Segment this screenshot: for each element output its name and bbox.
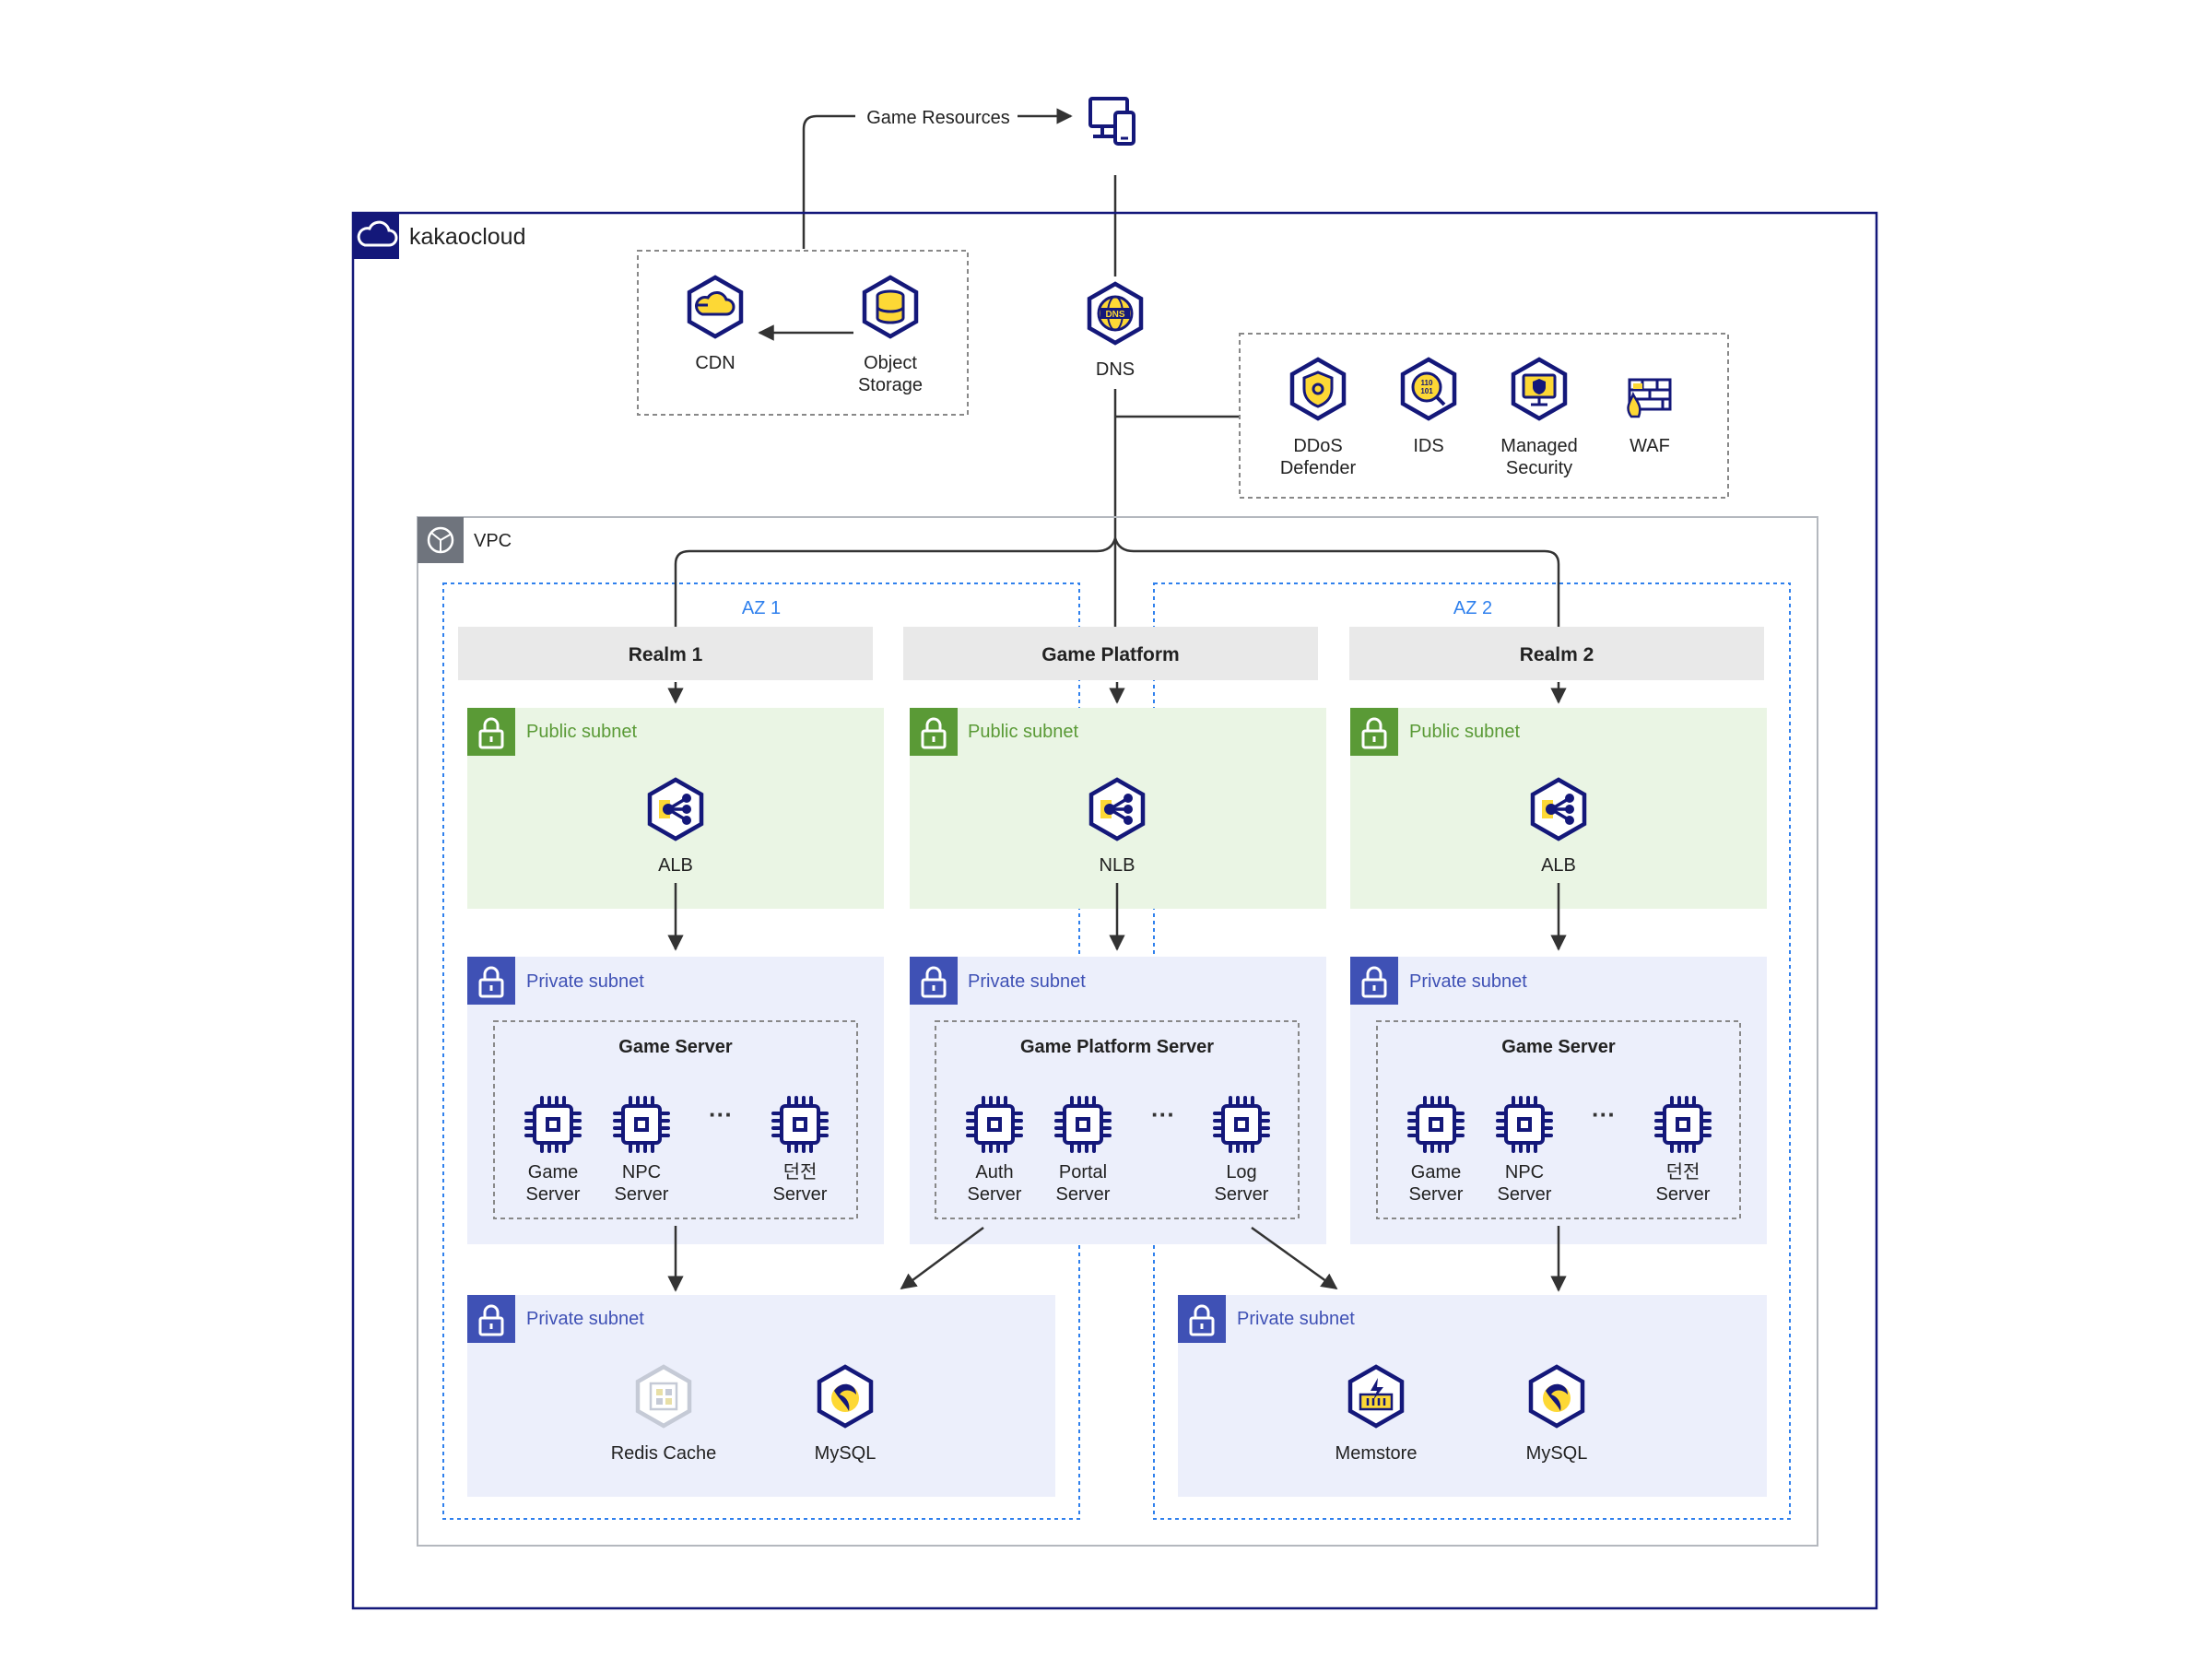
private-subnet-servers-1-label: Private subnet	[526, 971, 644, 992]
left-server-3-line1: 던전	[783, 1161, 818, 1182]
ddos-label-1: DDoS	[1293, 436, 1342, 456]
kakaocloud-logo	[353, 213, 399, 259]
redis-cache-icon	[635, 1364, 692, 1429]
private-subnet-data-2	[1178, 1295, 1767, 1497]
right-ellipsis: ···	[1592, 1100, 1616, 1128]
left-server-3-line2: Server	[773, 1184, 828, 1205]
managed-security-label-1: Managed	[1500, 436, 1577, 456]
mysql-right-label: MySQL	[1526, 1443, 1588, 1464]
az1-label: AZ 1	[742, 598, 781, 618]
dns-icon: DNS	[1089, 284, 1141, 343]
private-subnet-data-1	[467, 1295, 1055, 1497]
alb-right-label: ALB	[1541, 855, 1576, 876]
middle-server-2-line1: Portal	[1059, 1162, 1107, 1182]
resources-connector-line	[802, 114, 855, 249]
mysql-right-icon	[1531, 1367, 1583, 1426]
memstore-label: Memstore	[1335, 1443, 1418, 1464]
vpc-frame	[417, 516, 1818, 1547]
private-subnet-data-2-label: Private subnet	[1237, 1309, 1355, 1329]
az1-zone	[442, 582, 1080, 1520]
realm1-header	[458, 627, 873, 680]
left-server-2-line1: NPC	[622, 1162, 661, 1182]
vpc-label: VPC	[474, 531, 512, 551]
cdn-icon	[689, 277, 741, 336]
private-subnet-servers-2	[910, 957, 1326, 1244]
left-server-2-line2: Server	[615, 1184, 669, 1205]
az2-zone	[1153, 582, 1791, 1520]
middle-server-2-line2: Server	[1056, 1184, 1111, 1205]
nlb-icon	[1091, 780, 1143, 839]
public-subnet-1-label: Public subnet	[526, 722, 638, 742]
middle-ellipsis: ···	[1151, 1100, 1175, 1128]
managed-security-icon	[1513, 359, 1565, 418]
private-subnet-data-1-label: Private subnet	[526, 1309, 644, 1329]
middle-server-1-line2: Server	[968, 1184, 1022, 1205]
ddos-defender-icon	[1292, 359, 1344, 418]
right-server-1-line1: Game	[1411, 1162, 1461, 1182]
branch-realm1-line	[674, 537, 1117, 627]
left-server-1-line2: Server	[526, 1184, 581, 1205]
platform-title: Game Platform	[1041, 644, 1179, 665]
kakaocloud-frame	[351, 211, 1878, 1610]
private-subnet-servers-3-label: Private subnet	[1409, 971, 1527, 992]
public-subnet-3-label: Public subnet	[1409, 722, 1521, 742]
middle-server-1-line1: Auth	[975, 1162, 1013, 1182]
client-devices-icon	[1088, 97, 1135, 146]
middle-server-3-line2: Server	[1215, 1184, 1269, 1205]
security-group	[1239, 333, 1729, 499]
waf-icon	[1627, 378, 1672, 418]
ddos-label-2: Defender	[1280, 458, 1357, 478]
right-server-3-line2: Server	[1656, 1184, 1711, 1205]
svg-text:DNS: DNS	[1105, 310, 1124, 320]
right-server-1-line2: Server	[1409, 1184, 1464, 1205]
private-subnet-servers-3	[1350, 957, 1767, 1244]
dns-label: DNS	[1096, 359, 1135, 380]
server-group-right-title: Game Server	[1501, 1037, 1616, 1057]
object-storage-label-2: Storage	[858, 375, 923, 395]
private-subnet-servers-1	[467, 957, 884, 1244]
realm2-title: Realm 2	[1520, 644, 1594, 665]
left-server-1-line1: Game	[528, 1162, 578, 1182]
brand-name: kakaocloud	[409, 224, 525, 250]
ids-label: IDS	[1413, 436, 1443, 456]
cdn-label: CDN	[695, 353, 735, 373]
realm2-header	[1349, 627, 1764, 680]
alb-left-icon	[650, 780, 701, 839]
right-server-3-line1: 던전	[1666, 1161, 1700, 1182]
nlb-label: NLB	[1100, 855, 1135, 876]
object-storage-icon	[865, 277, 916, 336]
waf-label: WAF	[1630, 436, 1670, 456]
server-group-middle-title: Game Platform Server	[1020, 1037, 1214, 1057]
vpc-icon	[418, 517, 464, 563]
az2-label: AZ 2	[1453, 598, 1492, 618]
right-server-2-line2: Server	[1498, 1184, 1552, 1205]
platform-right-data-arrow	[1251, 1226, 1338, 1290]
platform-left-data-arrow	[900, 1226, 984, 1290]
left-ellipsis: ···	[709, 1100, 733, 1128]
middle-server-3-line1: Log	[1226, 1162, 1256, 1182]
memstore-icon	[1350, 1367, 1402, 1426]
server-group-left-title: Game Server	[618, 1037, 733, 1057]
platform-header	[903, 627, 1318, 680]
svg-text:101: 101	[1420, 387, 1433, 395]
right-server-2-line1: NPC	[1505, 1162, 1544, 1182]
game-resources-label: Game Resources	[866, 108, 1010, 128]
svg-text:110: 110	[1421, 379, 1433, 387]
public-subnet-2-label: Public subnet	[968, 722, 1079, 742]
ids-icon: 110 101	[1403, 359, 1454, 418]
alb-left-label: ALB	[658, 855, 693, 876]
managed-security-label-2: Security	[1506, 458, 1572, 478]
storage-group	[637, 250, 969, 416]
redis-cache-label: Redis Cache	[611, 1443, 717, 1464]
mysql-left-icon	[819, 1367, 871, 1426]
mysql-left-label: MySQL	[815, 1443, 877, 1464]
branch-realm2-line	[1113, 537, 1560, 627]
object-storage-label-1: Object	[864, 353, 917, 373]
alb-right-icon	[1533, 780, 1584, 839]
realm1-title: Realm 1	[629, 644, 703, 665]
private-subnet-servers-2-label: Private subnet	[968, 971, 1086, 992]
